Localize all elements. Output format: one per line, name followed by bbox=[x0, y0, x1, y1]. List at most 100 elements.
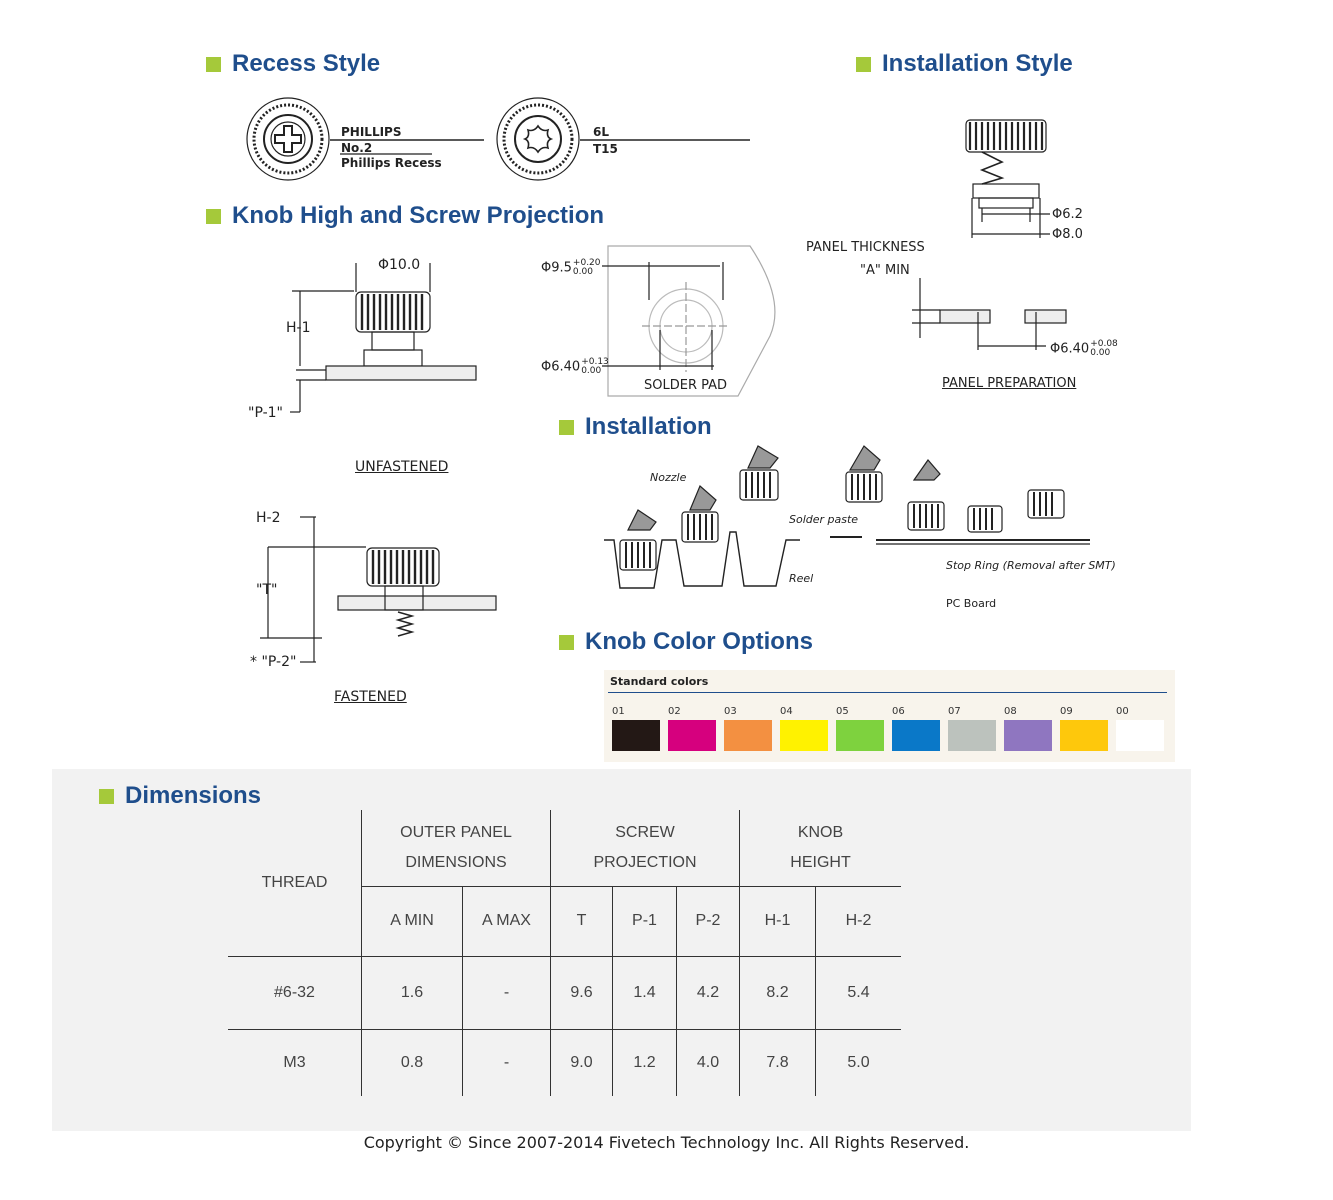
copyright-footer: Copyright © Since 2007-2014 Fivetech Tec… bbox=[363, 1133, 970, 1152]
phillips-head-icon bbox=[246, 97, 330, 181]
outer-base: Φ9.5 bbox=[541, 260, 572, 276]
knob-high-heading: Knob High and Screw Projection bbox=[206, 202, 604, 230]
installation-style-heading: Installation Style bbox=[856, 50, 1073, 78]
knob-diameter-label: Φ10.0 bbox=[378, 257, 421, 273]
p1-label: "P-1" bbox=[248, 405, 283, 421]
table-cell: 4.0 bbox=[676, 1028, 740, 1096]
a-min-label: "A" MIN bbox=[860, 263, 910, 278]
hole-base: Φ6.40 bbox=[1050, 341, 1090, 357]
hole-tol-up: +0.08 bbox=[1090, 339, 1118, 349]
swatch-code: 05 bbox=[836, 706, 849, 717]
nozzle-icon bbox=[627, 509, 657, 531]
knob-height-line1: KNOB bbox=[797, 823, 844, 841]
screw-proj-line2: PROJECTION bbox=[593, 853, 697, 871]
table-cell: #6-32 bbox=[228, 955, 362, 1029]
table-cell: 9.6 bbox=[550, 955, 613, 1029]
table-cell: 1.4 bbox=[612, 955, 677, 1029]
table-cell: 0.8 bbox=[361, 1028, 463, 1096]
swatch-fill bbox=[724, 720, 772, 751]
color-swatch: 07 bbox=[948, 706, 996, 751]
color-swatch: 06 bbox=[892, 706, 940, 751]
diameter-8-0-label: Φ8.0 bbox=[1052, 227, 1083, 242]
swatch-code: 03 bbox=[724, 706, 737, 717]
swatch-fill bbox=[612, 720, 660, 751]
solder-paste-label: Solder paste bbox=[789, 513, 859, 526]
h2-label: H-2 bbox=[256, 510, 281, 526]
heading-text: Recess Style bbox=[232, 50, 381, 77]
color-options-panel: Standard colors 01 02 03 04 05 06 07 08 … bbox=[604, 670, 1175, 762]
knob-height-header: KNOB HEIGHT bbox=[739, 810, 901, 886]
pc-board-label: PC Board bbox=[946, 597, 997, 610]
table-row: M3 0.8 - 9.0 1.2 4.0 7.8 5.0 bbox=[228, 1028, 901, 1096]
table-cell: 9.0 bbox=[550, 1028, 613, 1096]
color-swatch: 03 bbox=[724, 706, 772, 751]
outer-panel-line1: OUTER PANEL bbox=[400, 823, 512, 841]
panel-preparation-label: PANEL PREPARATION bbox=[942, 376, 1077, 391]
knob-color-heading: Knob Color Options bbox=[559, 628, 813, 656]
torx-head-icon bbox=[496, 97, 580, 181]
torx-size-label: 6L bbox=[593, 125, 609, 139]
phillips-no-label: No.2 bbox=[341, 141, 373, 155]
swatch-fill bbox=[668, 720, 716, 751]
panel-preparation-drawing bbox=[912, 278, 1067, 350]
table-cell: - bbox=[462, 1028, 551, 1096]
recess-style-heading: Recess Style bbox=[206, 50, 380, 78]
knob-height-line2: HEIGHT bbox=[790, 853, 851, 871]
inner-base: Φ6.40 bbox=[541, 359, 581, 375]
table-row: #6-32 1.6 - 9.6 1.4 4.2 8.2 5.4 bbox=[228, 955, 901, 1029]
unfastened-label: UNFASTENED bbox=[355, 459, 449, 475]
table-cell: 5.0 bbox=[815, 1028, 901, 1096]
stop-ring-label: Stop Ring (Removal after SMT) bbox=[946, 559, 1116, 572]
thread-header: THREAD bbox=[261, 873, 328, 891]
solder-pad-drawing bbox=[602, 245, 776, 397]
swatch-fill bbox=[780, 720, 828, 751]
nozzle-icon bbox=[747, 445, 779, 469]
swatch-fill bbox=[948, 720, 996, 751]
swatch-fill bbox=[892, 720, 940, 751]
heading-text: Installation bbox=[585, 413, 712, 440]
table-cell: - bbox=[462, 955, 551, 1029]
swatch-code: 02 bbox=[668, 706, 681, 717]
heading-text: Dimensions bbox=[125, 782, 262, 809]
table-cell: M3 bbox=[228, 1028, 362, 1096]
nozzle-icon bbox=[689, 484, 717, 511]
nozzle-label: Nozzle bbox=[650, 471, 687, 484]
p2-label: * "P-2" bbox=[250, 654, 297, 670]
swatch-fill bbox=[836, 720, 884, 751]
p1-header: P-1 bbox=[612, 885, 677, 956]
nozzle-icon bbox=[912, 459, 941, 481]
color-swatch: 08 bbox=[1004, 706, 1052, 751]
inner-tol-down: 0.00 bbox=[581, 366, 602, 376]
diameter-6-2-label: Φ6.2 bbox=[1052, 207, 1083, 222]
table-cell: 4.2 bbox=[676, 955, 740, 1029]
bullet-square-icon bbox=[559, 419, 574, 435]
p2-header: P-2 bbox=[676, 885, 740, 956]
hole-tol-down: 0.00 bbox=[1090, 348, 1111, 358]
torx-t15-label: T15 bbox=[593, 142, 618, 156]
panel-thickness-label: PANEL THICKNESS bbox=[806, 240, 925, 255]
bullet-square-icon bbox=[559, 634, 574, 650]
h1-header: H-1 bbox=[739, 885, 816, 956]
table-subheader-row: A MIN A MAX T P-1 P-2 H-1 H-2 bbox=[228, 885, 901, 956]
installation-sequence-drawing bbox=[604, 445, 1090, 589]
swatch-code: 04 bbox=[780, 706, 793, 717]
fastener-side-view-icon bbox=[965, 119, 1050, 238]
screw-proj-line1: SCREW bbox=[615, 823, 675, 841]
swatch-code: 06 bbox=[892, 706, 905, 717]
installation-heading: Installation bbox=[559, 413, 712, 441]
color-swatch: 04 bbox=[780, 706, 828, 751]
fastened-knob-drawing bbox=[260, 516, 497, 663]
inner-tol-up: +0.13 bbox=[581, 357, 609, 367]
nozzle-icon bbox=[848, 445, 881, 471]
unfastened-knob-drawing bbox=[290, 263, 477, 413]
heading-text: Installation Style bbox=[882, 50, 1073, 77]
technical-drawings bbox=[246, 97, 1090, 663]
table-cell: 5.4 bbox=[815, 955, 901, 1029]
swatch-fill bbox=[1116, 720, 1164, 751]
title-rule bbox=[608, 692, 1167, 693]
